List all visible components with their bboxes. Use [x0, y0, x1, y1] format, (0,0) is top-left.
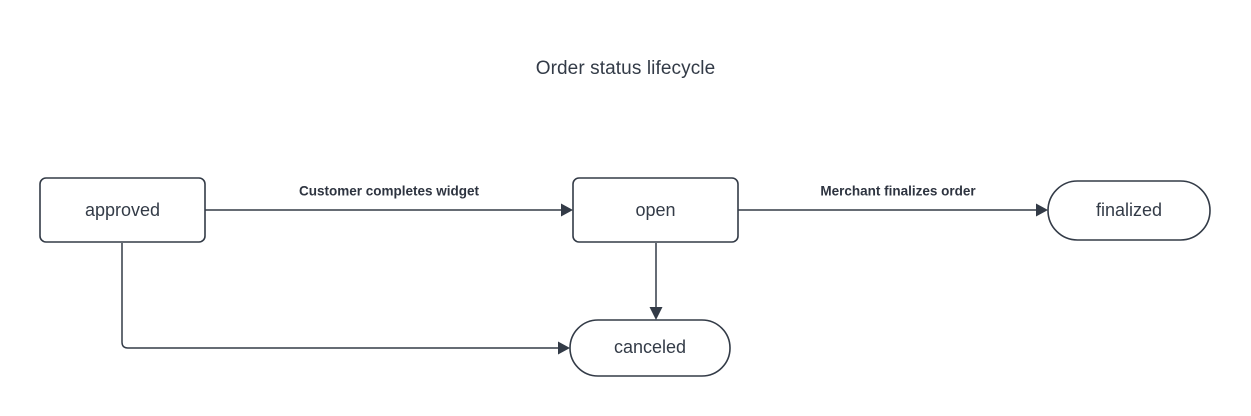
- node-finalized[interactable]: finalized: [1047, 180, 1211, 241]
- node-open-label: open: [635, 200, 675, 220]
- node-finalized-label: finalized: [1096, 200, 1162, 220]
- edge-label-open-to-finalized: Merchant finalizes order: [820, 184, 976, 199]
- node-approved[interactable]: approved: [39, 177, 206, 243]
- arrow-head-icon: [1036, 203, 1048, 217]
- edge-approved-to-canceled: [121, 243, 570, 355]
- node-canceled-shape[interactable]: [569, 319, 731, 377]
- arrow-head-icon: [561, 203, 573, 217]
- page-title: Order status lifecycle: [535, 58, 716, 79]
- node-open-shape[interactable]: [572, 177, 739, 243]
- edge-open-to-finalized: Merchant finalizes order: [738, 184, 1048, 217]
- node-finalized-shape[interactable]: [1047, 180, 1211, 241]
- node-approved-shape[interactable]: [39, 177, 206, 243]
- edge-label-approved-to-open: Customer completes widget: [299, 184, 480, 199]
- node-open[interactable]: open: [572, 177, 739, 243]
- edge-line-approved-to-canceled: [121, 243, 558, 349]
- node-approved-label: approved: [85, 200, 160, 220]
- arrow-head-icon: [649, 307, 663, 320]
- node-canceled-label: canceled: [614, 337, 686, 357]
- edge-approved-to-open: Customer completes widget: [205, 184, 573, 217]
- node-canceled[interactable]: canceled: [569, 319, 731, 377]
- arrow-head-icon: [558, 341, 570, 355]
- edge-open-to-canceled: [649, 243, 663, 320]
